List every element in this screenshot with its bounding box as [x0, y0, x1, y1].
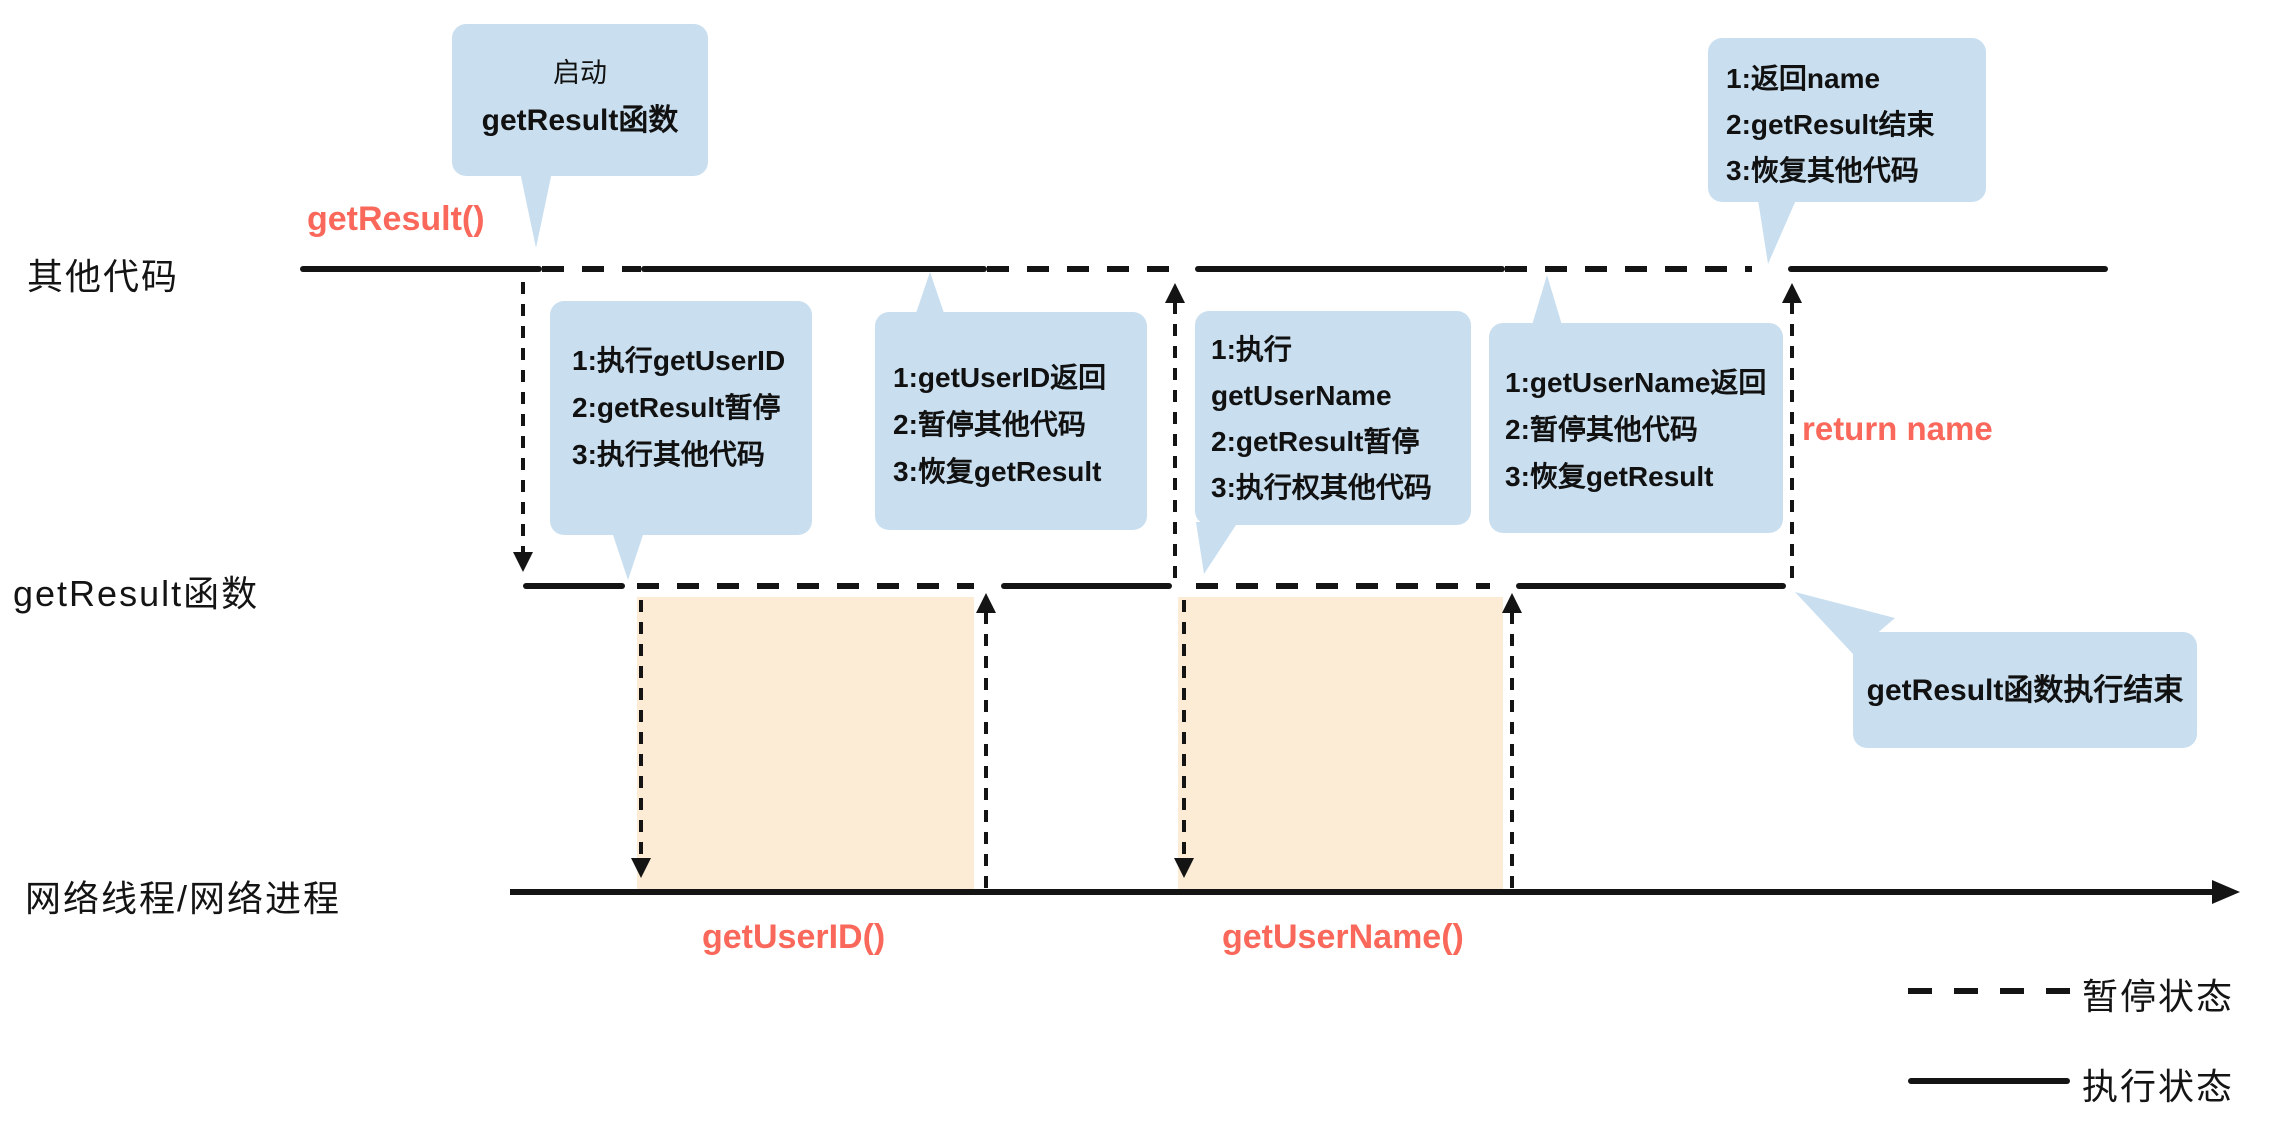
callout-text: 1:执行 [1211, 334, 1292, 365]
callout-start-tail [520, 172, 552, 248]
arrow-getuserid-return-stem [984, 612, 988, 889]
callout-text: 1:返回name [1726, 63, 1881, 94]
lane-label-network-thread: 网络线程/网络进程 [25, 878, 342, 919]
callout-step1: 1:执行getUserID 2:getResult暂停 3:执行其他代码 [550, 301, 812, 535]
callout-text: 1:getUserName返回 [1505, 367, 1767, 398]
label-getuserid-call: getUserID() [702, 918, 886, 956]
network-thread-line [510, 889, 2214, 895]
callout-step2: 1:getUserID返回 2:暂停其他代码 3:恢复getResult [875, 312, 1147, 530]
label-getresult-call: getResult() [307, 200, 485, 238]
other-code-paused-segment [542, 266, 641, 272]
arrow-getuserid-return-head-icon [976, 593, 996, 613]
callout-finish-bottom: getResult函数执行结束 [1853, 632, 2197, 748]
lane-label-other-code: 其他代码 [27, 256, 180, 297]
arrow-return-name-head-icon [1782, 283, 1802, 303]
callout-text: getResult函数执行结束 [1866, 673, 2184, 707]
getresult-running-segment [1001, 583, 1172, 589]
label-return-name: return name [1802, 410, 1993, 447]
arrow-getusername-return-head-icon [1502, 593, 1522, 613]
legend-running-line [1908, 1078, 2070, 1084]
callout-text: getResult函数 [481, 104, 679, 137]
other-code-paused-segment [1505, 266, 1752, 272]
callout-start-getresult: 启动 getResult函数 [452, 24, 708, 176]
callout-text: 1:getUserID返回 [893, 362, 1107, 393]
legend-paused-label: 暂停状态 [2082, 976, 2235, 1017]
arrow-return-name-stem [1790, 302, 1794, 578]
callout-text: 3:执行权其他代码 [1211, 472, 1432, 503]
callout-text: 3:恢复getResult [1505, 461, 1714, 492]
callout-step2-tail [915, 272, 945, 316]
callout-finish-top: 1:返回name 2:getResult结束 3:恢复其他代码 [1708, 38, 1986, 202]
callout-step3-tail [1196, 522, 1238, 574]
callout-text: 2:getResult暂停 [572, 392, 781, 423]
other-code-running-segment [1788, 266, 2108, 272]
arrow-getresult-call-stem [521, 282, 525, 552]
callout-text: 2:getResult暂停 [1211, 426, 1420, 457]
callout-text: getUserName [1211, 380, 1392, 411]
other-code-running-segment [1195, 266, 1505, 272]
other-code-running-segment [300, 266, 542, 272]
network-thread-arrowhead-icon [2212, 880, 2240, 904]
getresult-paused-segment [637, 583, 974, 589]
other-code-running-segment [641, 266, 987, 272]
legend-running-label: 执行状态 [2082, 1066, 2235, 1107]
callout-finish-top-tail [1758, 200, 1796, 264]
callout-step4: 1:getUserName返回 2:暂停其他代码 3:恢复getResult [1489, 323, 1783, 533]
arrow-getuserid-call-stem [639, 600, 643, 860]
callout-text: 2:暂停其他代码 [893, 409, 1086, 440]
getresult-paused-segment [1196, 583, 1490, 589]
callout-text: 3:执行其他代码 [572, 439, 765, 470]
legend-paused-line [1908, 988, 2070, 994]
callout-text: 1:执行getUserID [572, 345, 786, 376]
arrow-getusername-return-stem [1510, 612, 1514, 889]
arrow-resume-other-code-stem [1173, 302, 1177, 578]
getresult-running-segment [1516, 583, 1786, 589]
callout-text: 启动 [553, 58, 607, 88]
arrow-getresult-call-head-icon [513, 552, 533, 572]
callout-text: 3:恢复getResult [893, 456, 1102, 487]
arrow-getusername-call-stem [1182, 600, 1186, 860]
lane-label-getresult-fn: getResult函数 [13, 573, 260, 614]
callout-text: 2:暂停其他代码 [1505, 414, 1698, 445]
other-code-paused-segment [987, 266, 1186, 272]
callout-step3: 1:执行 getUserName 2:getResult暂停 3:执行权其他代码 [1195, 311, 1471, 525]
label-getusername-call: getUserName() [1222, 918, 1464, 956]
activity-box-getusername [1178, 597, 1503, 889]
callout-step1-tail [612, 532, 644, 580]
callout-step4-tail [1532, 275, 1562, 325]
arrow-resume-other-code-head-icon [1165, 283, 1185, 303]
arrow-getusername-call-head-icon [1174, 858, 1194, 878]
arrow-getuserid-call-head-icon [631, 858, 651, 878]
callout-text: 3:恢复其他代码 [1726, 155, 1919, 186]
callout-text: 2:getResult结束 [1726, 109, 1935, 140]
getresult-running-segment [523, 583, 625, 589]
activity-box-getuserid [637, 597, 974, 889]
